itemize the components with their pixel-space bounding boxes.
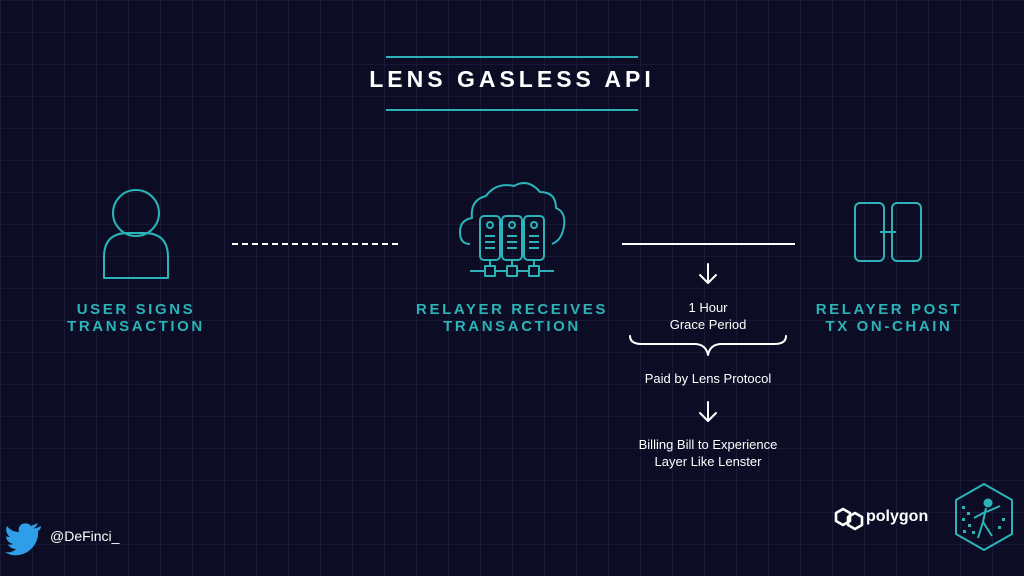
step-relayer-post-label: RELAYER POST TX ON-CHAIN xyxy=(789,301,989,335)
billing-text: Billing Bill to Experience Layer Like Le… xyxy=(588,436,828,470)
step-relayer-post-line2: TX ON-CHAIN xyxy=(825,318,953,335)
step-relayer-receives-label: RELAYER RECEIVES TRANSACTION xyxy=(402,301,622,335)
twitter-handle: @DeFinci_ xyxy=(50,528,120,544)
grace-period-text: 1 Hour Grace Period xyxy=(608,299,808,333)
step-relayer-receives-line1: RELAYER RECEIVES xyxy=(416,301,608,318)
step-user-signs-line1: USER SIGNS xyxy=(76,301,196,318)
step-relayer-post-line1: RELAYER POST xyxy=(815,301,963,318)
page-title: LENS GASLESS API xyxy=(369,66,655,92)
paid-by-text: Paid by Lens Protocol xyxy=(644,371,772,386)
step-user-signs-label: USER SIGNS TRANSACTION xyxy=(36,301,236,335)
billing-line1: Billing Bill to Experience xyxy=(638,437,778,452)
polygon-wordmark: polygon xyxy=(866,508,929,525)
billing-line2: Layer Like Lenster xyxy=(654,454,762,469)
grace-period-line1: 1 Hour xyxy=(688,300,728,315)
grace-period-line2: Grace Period xyxy=(669,317,747,332)
title-bottom-rule xyxy=(386,109,638,111)
step-user-signs-line2: TRANSACTION xyxy=(67,318,205,335)
title-top-rule xyxy=(386,56,638,58)
step-relayer-receives-line2: TRANSACTION xyxy=(443,318,581,335)
